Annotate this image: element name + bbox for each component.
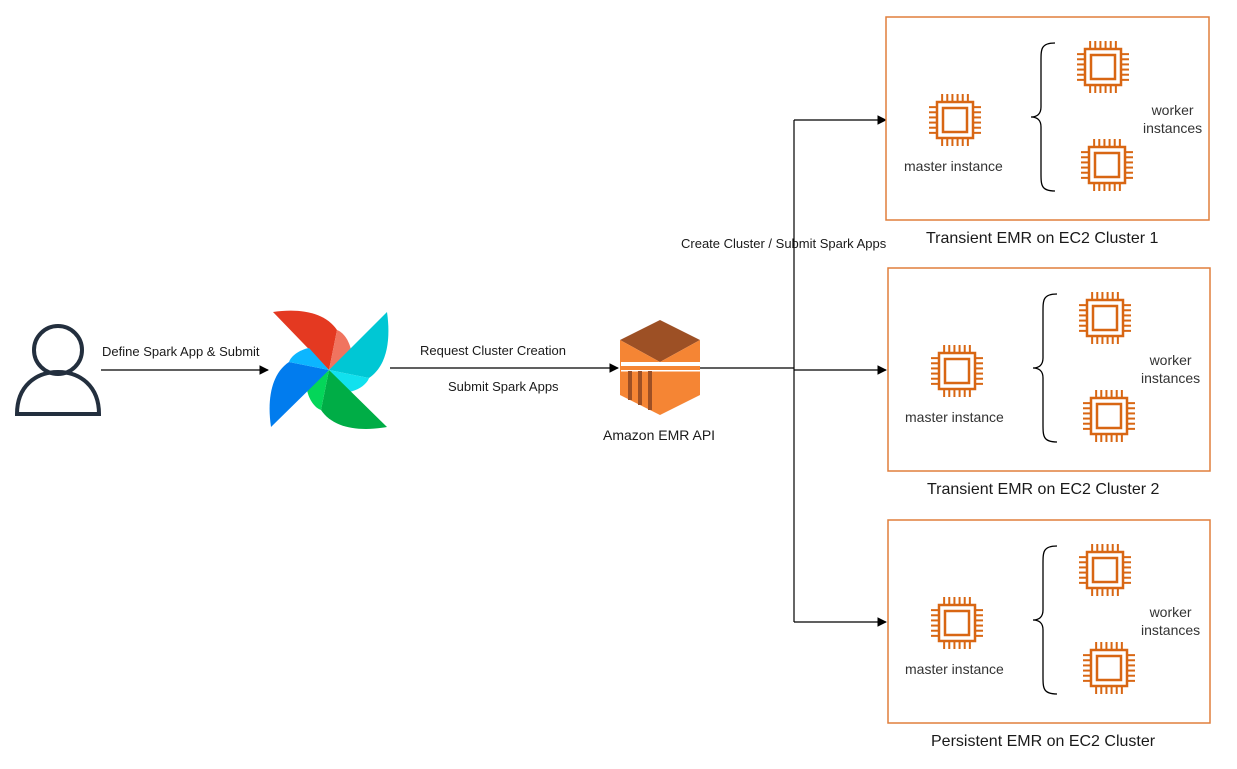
worker-instance-icon-2-b (1083, 390, 1135, 442)
worker-label-1: worker instances (1143, 101, 1202, 137)
cluster-title-3: Persistent EMR on EC2 Cluster (931, 733, 1156, 750)
worker-label-3-line1: worker (1149, 604, 1192, 620)
master-instance-icon-2 (931, 345, 983, 397)
cluster-box-2 (887, 267, 1211, 472)
edge-label-create-cluster: Create Cluster / Submit Spark Apps (681, 236, 887, 251)
master-label-1: master instance (904, 158, 1003, 174)
user-icon (14, 324, 102, 416)
amazon-emr-icon (620, 320, 701, 415)
master-label-3: master instance (905, 661, 1004, 677)
emr-label: Amazon EMR API (603, 427, 716, 443)
worker-label-3: worker instances (1141, 603, 1200, 639)
brace-3 (1032, 545, 1058, 695)
worker-label-2-line1: worker (1149, 352, 1192, 368)
worker-label-2-line2: instances (1141, 370, 1201, 386)
worker-label-3-line2: instances (1141, 622, 1201, 638)
worker-instance-icon-3-b (1083, 642, 1135, 694)
edge-label-define-spark-app: Define Spark App & Submit (102, 344, 260, 359)
master-instance-icon-3 (931, 597, 983, 649)
cluster-title-2: Transient EMR on EC2 Cluster 2 (927, 481, 1160, 498)
worker-label-2: worker instances (1141, 351, 1200, 387)
cluster-box-1 (885, 16, 1210, 221)
edge-label-submit-spark-apps: Submit Spark Apps (448, 379, 559, 394)
worker-label-1-line1: worker (1151, 102, 1194, 118)
worker-instance-icon-3-a (1079, 544, 1131, 596)
worker-instance-icon-2-a (1079, 292, 1131, 344)
cluster-title-1: Transient EMR on EC2 Cluster 1 (926, 230, 1159, 247)
brace-1 (1030, 42, 1056, 192)
master-instance-icon-1 (929, 94, 981, 146)
worker-instance-icon-1-a (1077, 41, 1129, 93)
worker-instance-icon-1-b (1081, 139, 1133, 191)
cluster-box-3 (887, 519, 1211, 724)
worker-label-1-line2: instances (1143, 120, 1203, 136)
airflow-pinwheel-icon (269, 310, 389, 429)
edge-emr-to-clusters (700, 115, 887, 627)
master-label-2: master instance (905, 409, 1004, 425)
brace-2 (1032, 293, 1058, 443)
edge-label-request-cluster-creation: Request Cluster Creation (420, 343, 566, 358)
